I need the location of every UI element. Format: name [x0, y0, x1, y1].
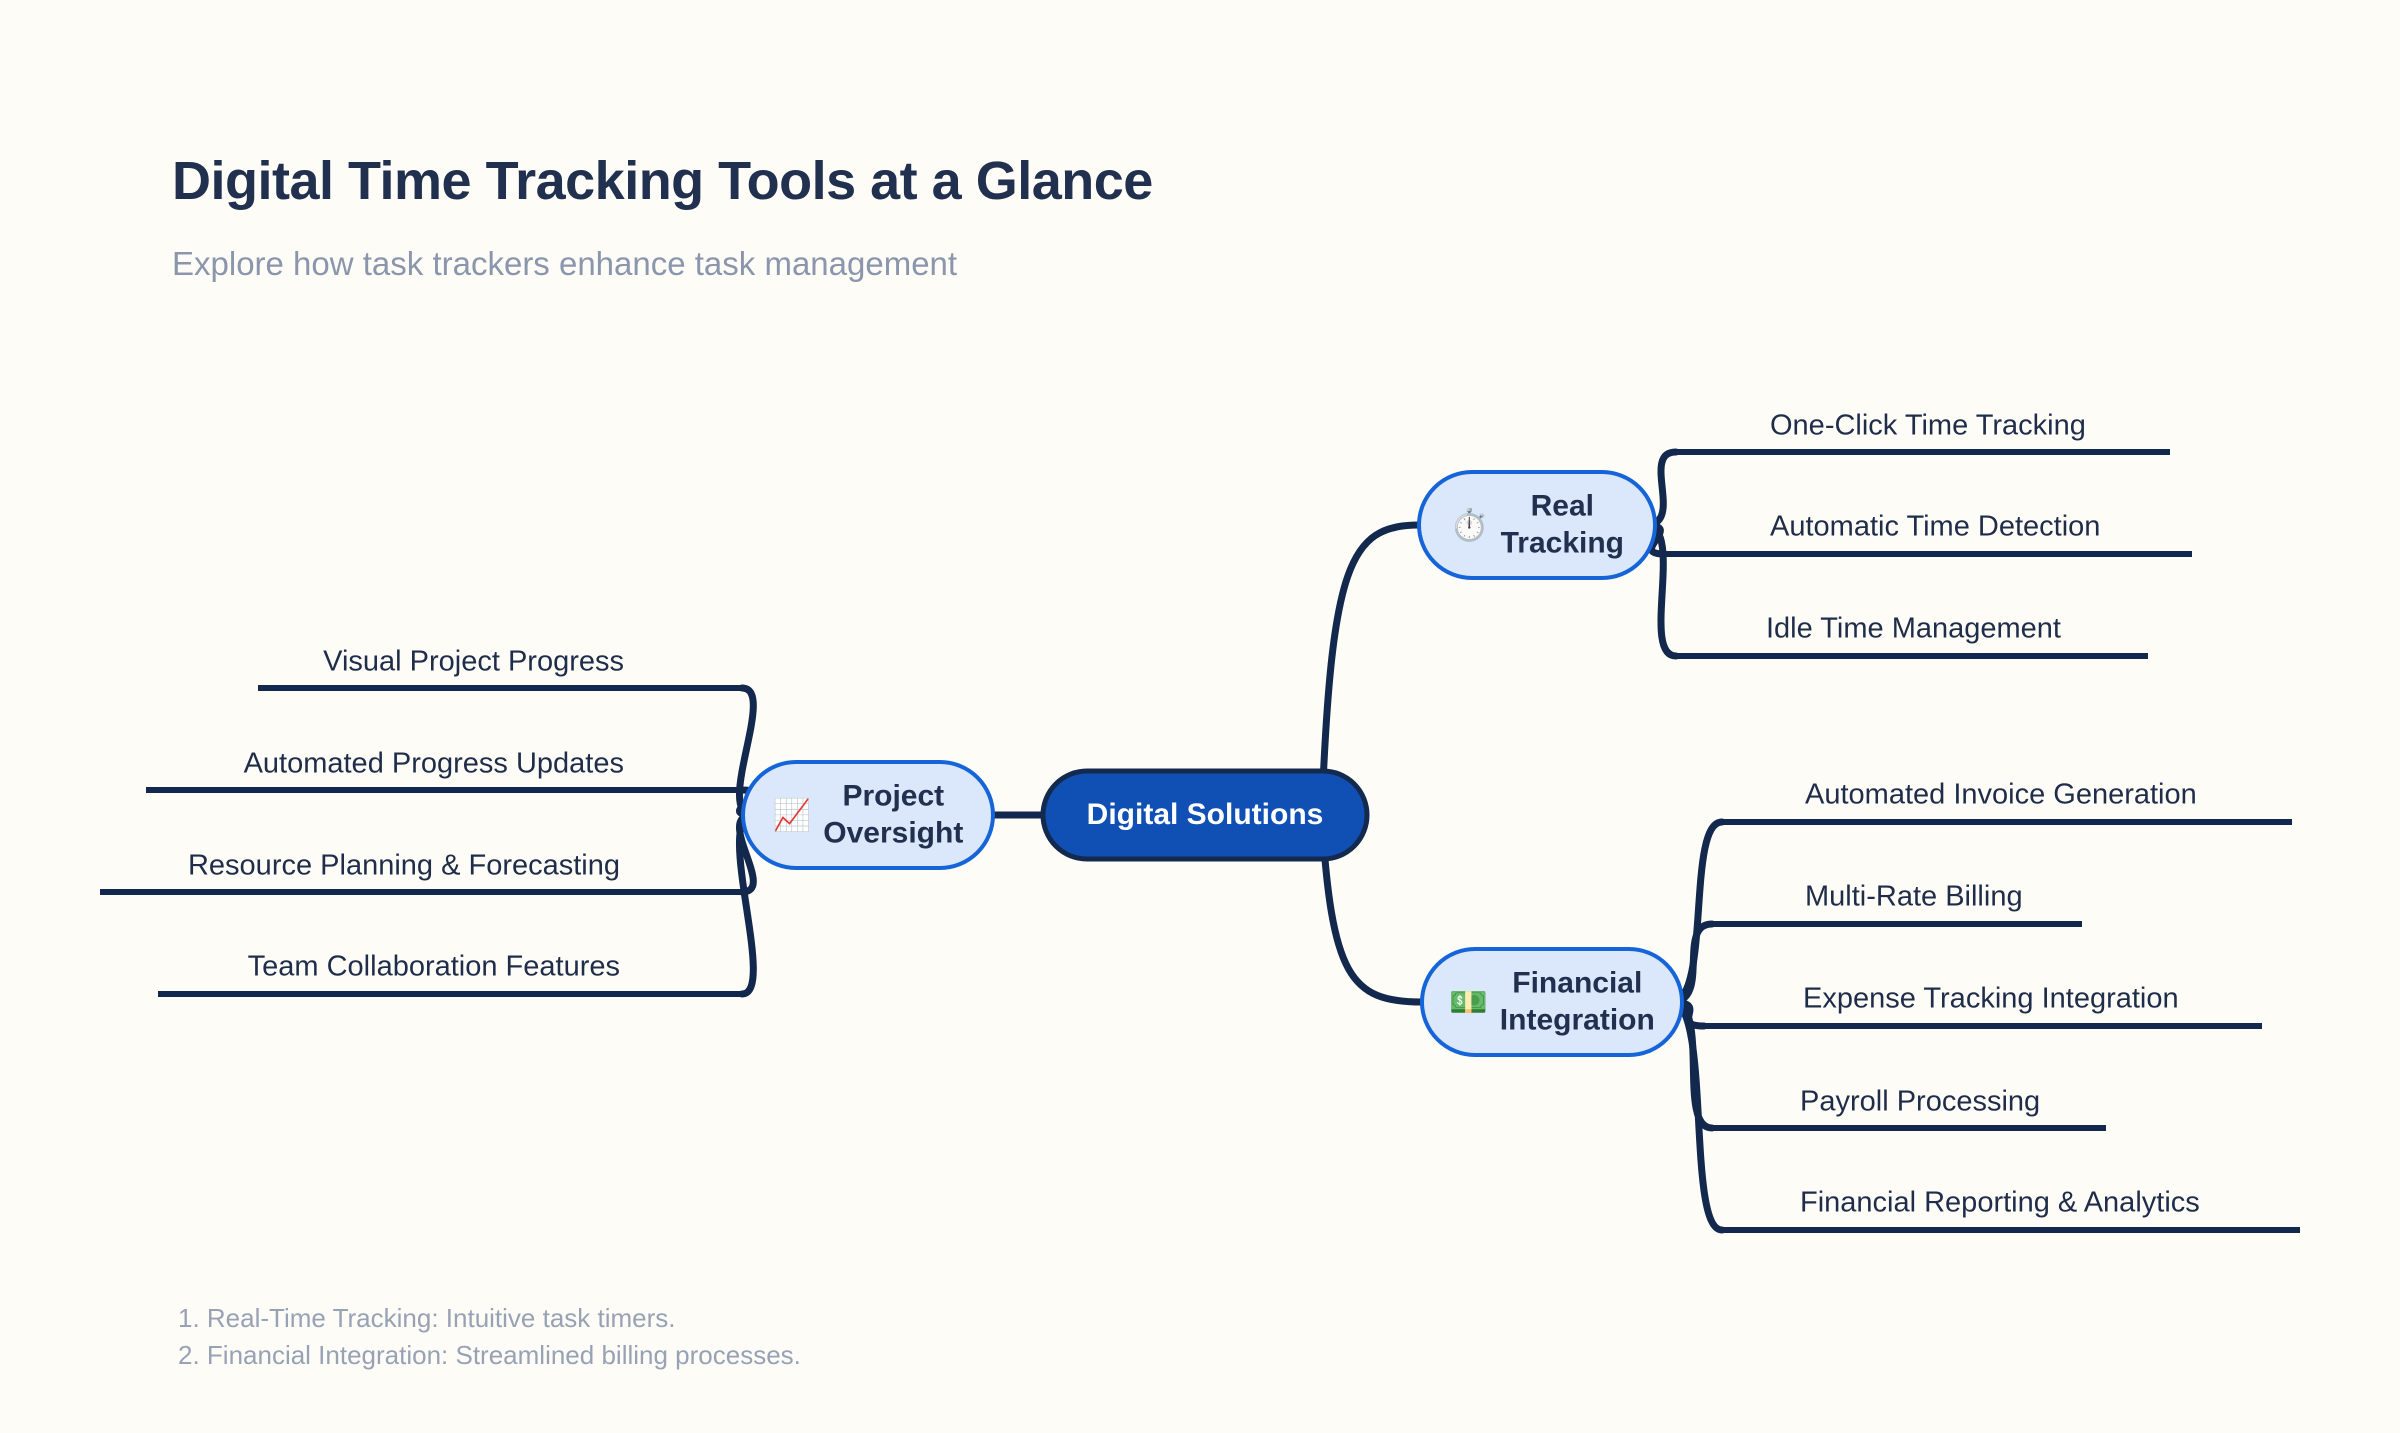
- footnote-item: 1. Real-Time Tracking: Intuitive task ti…: [178, 1303, 676, 1333]
- branch-node-project-oversight: [741, 760, 995, 870]
- leaf-underline-layer: [100, 449, 2300, 1233]
- connector-root-to-real-tracking: [1318, 521, 1423, 819]
- root-node-shape: [1040, 768, 1370, 862]
- leaf-label[interactable]: Financial Reporting & Analytics: [1800, 1186, 2200, 1219]
- branch-node-real-tracking: [1417, 470, 1657, 580]
- connector-root-to-financial-integration: [1318, 811, 1426, 1006]
- leaf-label[interactable]: Automated Progress Updates: [243, 747, 624, 780]
- leaf-label[interactable]: One-Click Time Tracking: [1770, 409, 2086, 442]
- page-subtitle: Explore how task trackers enhance task m…: [172, 245, 958, 282]
- leaf-label[interactable]: Multi-Rate Billing: [1805, 880, 2023, 913]
- leaf-label[interactable]: Automatic Time Detection: [1770, 510, 2101, 543]
- leaf-label[interactable]: Resource Planning & Forecasting: [187, 849, 620, 882]
- node-shape-layer: [741, 470, 1684, 1057]
- branch-node-financial-integration: [1420, 947, 1684, 1057]
- leaf-label[interactable]: Team Collaboration Features: [247, 950, 620, 983]
- connector-financial-integration-leaf-4: [1668, 998, 1726, 1234]
- connector-financial-integration-leaf-0: [1668, 818, 1726, 1006]
- leaf-label[interactable]: Idle Time Management: [1766, 612, 2061, 645]
- leaf-label[interactable]: Payroll Processing: [1800, 1085, 2041, 1118]
- leaf-label[interactable]: Visual Project Progress: [323, 645, 624, 678]
- leaf-label[interactable]: Automated Invoice Generation: [1805, 778, 2197, 811]
- footnote-item: 2. Financial Integration: Streamlined bi…: [178, 1339, 801, 1370]
- leaf-label[interactable]: Expense Tracking Integration: [1803, 982, 2179, 1015]
- footnote-list: 1. Real-Time Tracking: Intuitive task ti…: [178, 1300, 801, 1374]
- page-title: Digital Time Tracking Tools at a Glance: [172, 151, 1153, 211]
